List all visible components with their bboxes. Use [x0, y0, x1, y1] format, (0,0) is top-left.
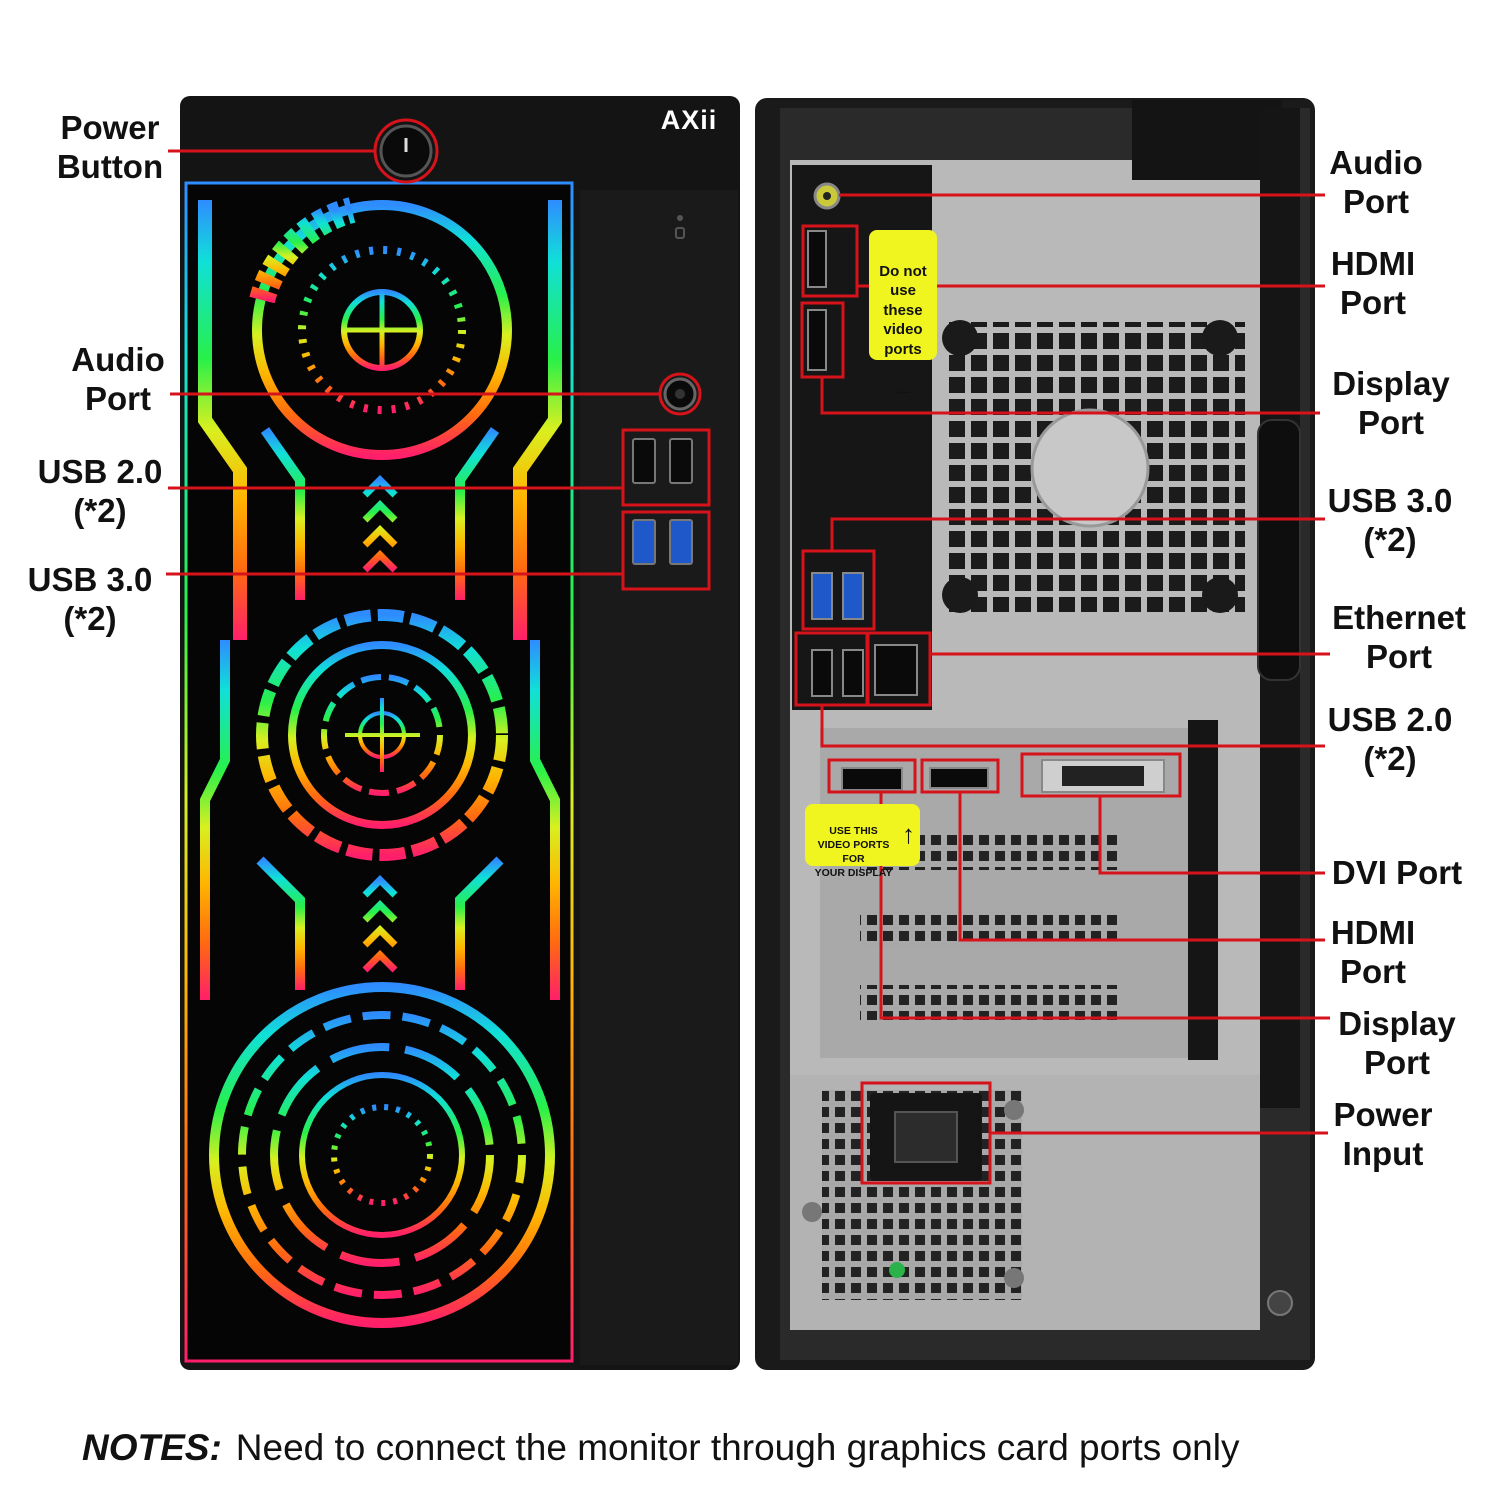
fan-screw [1202, 577, 1238, 613]
callout-box [801, 224, 859, 298]
gpu-hdmi-port [929, 767, 989, 789]
gpu-display-port [841, 767, 903, 791]
leader-line [1098, 796, 1325, 875]
label-rear-ethernet-port: Ethernet Port [1332, 599, 1466, 675]
label-front-power-button: Power Button [56, 109, 164, 185]
leader-line [820, 377, 1320, 415]
leader-line [830, 517, 1325, 551]
label-rear-audio-port: Audio Port [1329, 144, 1423, 220]
label-rear-usb20: USB 2.0 (*2) [1327, 701, 1453, 777]
do-not-use-sticker: Do not use these video ports ← [869, 230, 937, 399]
front-usb20-port [632, 438, 656, 484]
rear-usb20-port [842, 649, 864, 697]
label-front-usb20: USB 2.0 (*2) [37, 453, 163, 529]
fan-screw [942, 577, 978, 613]
use-this-text: USE THIS VIDEO PORTS FOR YOUR DISPLAY [814, 825, 893, 879]
leader-line [879, 792, 1330, 1020]
front-case [180, 96, 740, 1370]
callout-boxes [373, 118, 1182, 1185]
label-rear-display-port: Display Port [1332, 365, 1450, 441]
front-usb20-port [669, 438, 693, 484]
use-this-sticker: USE THIS VIDEO PORTS FOR YOUR DISPLAY ↑ [805, 804, 920, 879]
callout-box [827, 758, 917, 794]
label-rear-hdmi-port: HDMI Port [1330, 245, 1416, 321]
rgb-circuit-art [198, 197, 562, 1330]
onboard-hdmi-port [807, 230, 827, 288]
drive-led [675, 227, 685, 239]
rear-usb30-port [842, 572, 864, 620]
front-usb30-port [632, 519, 656, 565]
rear-case [755, 98, 1315, 1370]
notes-text: Need to connect the monitor through grap… [235, 1427, 1240, 1468]
label-front-usb30: USB 3.0 (*2) [27, 561, 153, 637]
front-usb30-port [669, 519, 693, 565]
brand-logo: AXii [660, 105, 718, 135]
fan-screw [942, 320, 978, 356]
label-rear-usb30: USB 3.0 (*2) [1327, 482, 1453, 558]
psu-led [889, 1262, 905, 1278]
callout-box [621, 428, 711, 507]
onboard-display-port [807, 309, 827, 371]
label-rear-dvi-port: DVI Port [1331, 854, 1463, 891]
leader-line [820, 705, 1325, 748]
leader-lines [166, 149, 1330, 1135]
rear-usb30-port [811, 572, 833, 620]
fan-screw [1202, 320, 1238, 356]
notes: NOTES: Need to connect the monitor throug… [82, 1423, 1422, 1473]
handle [1257, 419, 1301, 681]
do-not-use-text: Do not use these video ports [879, 262, 927, 358]
leader-line [958, 792, 1325, 942]
status-led [677, 215, 683, 221]
label-front-audio-port: Audio Port [71, 341, 165, 417]
arrow-left-icon: ← [892, 375, 914, 401]
callout-box [866, 631, 932, 707]
ethernet-port [874, 644, 918, 696]
notes-label: NOTES: [82, 1427, 222, 1468]
callout-box [621, 510, 711, 591]
rear-usb20-port [811, 649, 833, 697]
label-rear-power-input: Power Input [1333, 1096, 1433, 1172]
arrow-up-icon: ↑ [902, 819, 915, 849]
fan-hub-label [1030, 408, 1150, 528]
label-rear-gpu-hdmi-port: HDMI Port [1330, 914, 1416, 990]
rgb-glass-panel [184, 181, 574, 1363]
label-rear-gpu-display-port: Display Port [1338, 1005, 1456, 1081]
callout-box [801, 549, 876, 631]
